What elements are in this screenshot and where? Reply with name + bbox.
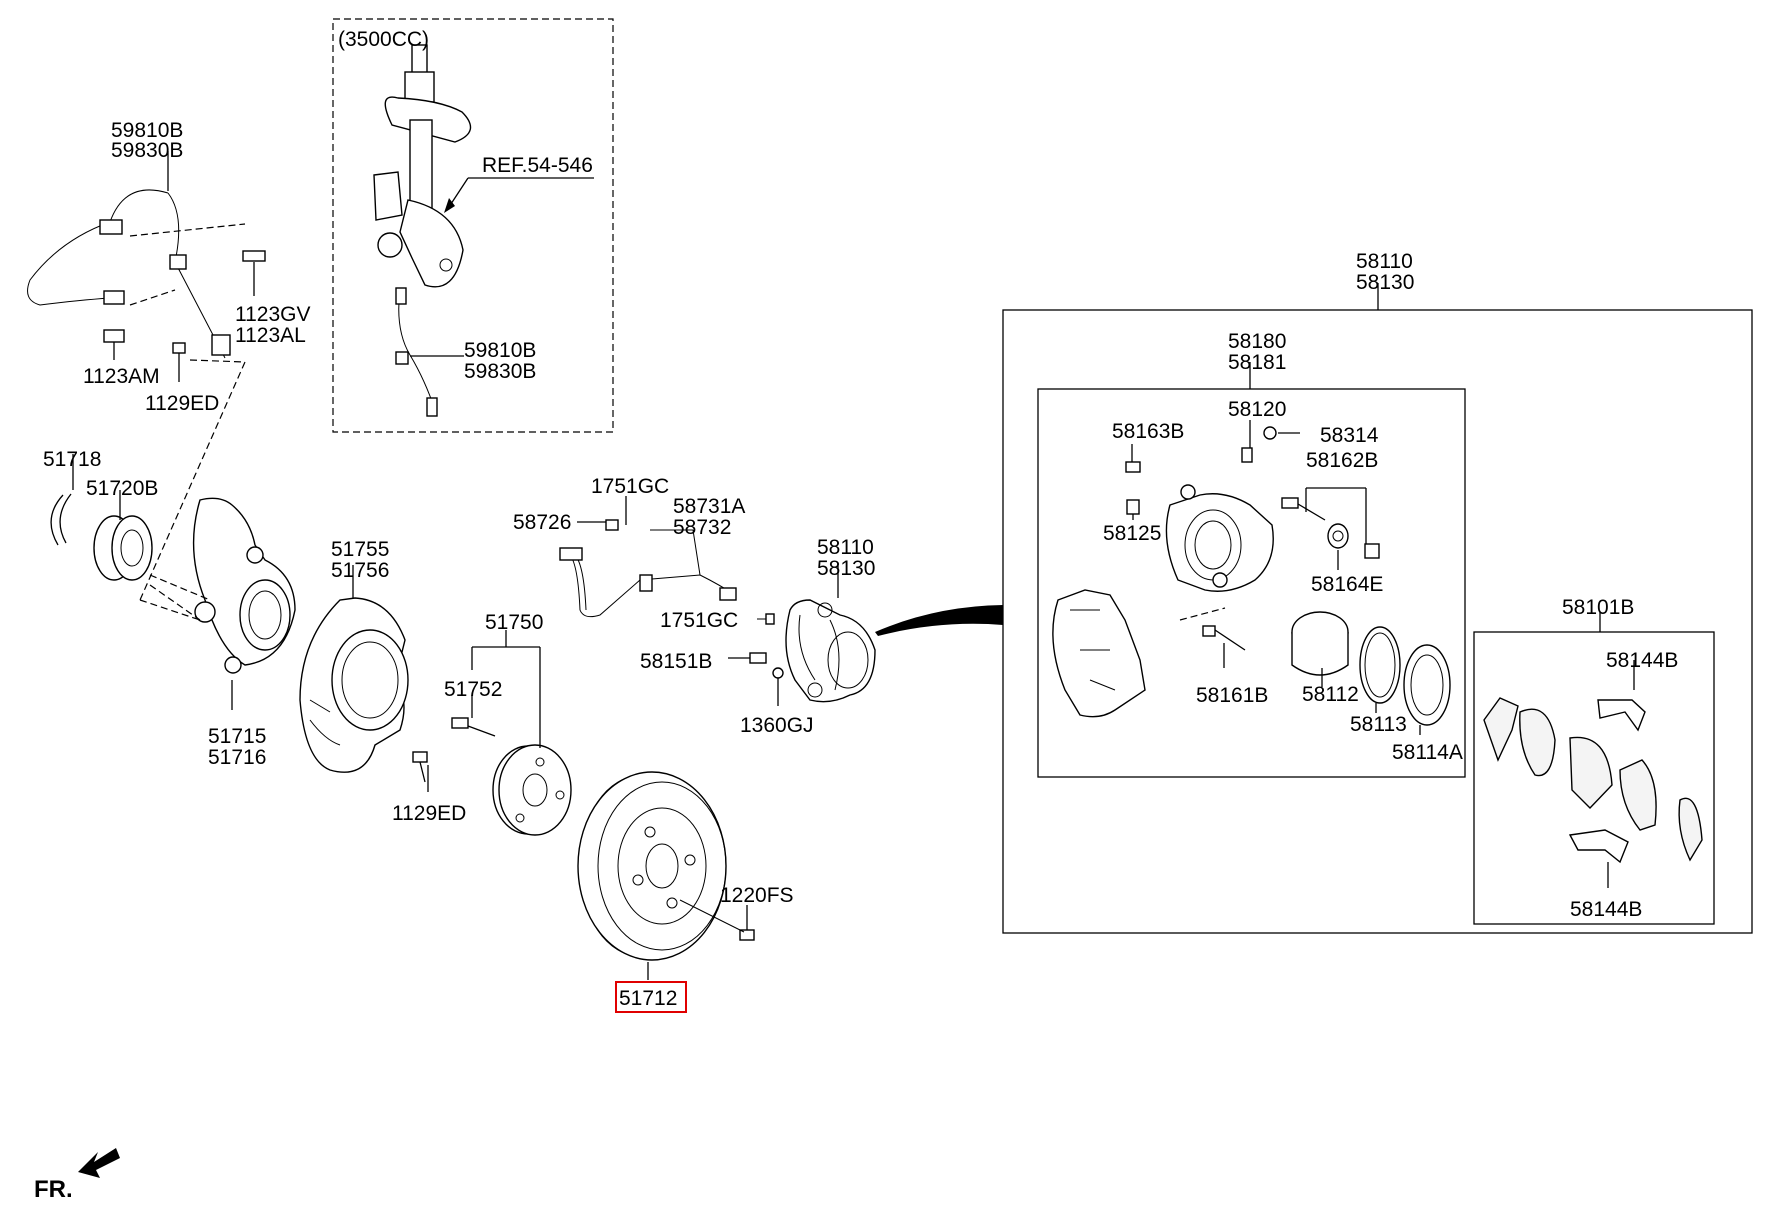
label-dust-cover-a[interactable]: 51755 (331, 538, 389, 561)
label-hub-bolt[interactable]: 51752 (444, 678, 502, 701)
hub-bolt-part (451, 717, 496, 737)
label-disc-screw[interactable]: 1220FS (720, 884, 794, 907)
label-engine-variant: (3500CC) (338, 28, 429, 51)
label-spring-top[interactable]: 58144B (1606, 649, 1678, 672)
label-snap-ring[interactable]: 51718 (43, 448, 101, 471)
label-knuckle-b[interactable]: 51716 (208, 746, 266, 769)
label-caliper-b[interactable]: 58130 (817, 557, 875, 580)
label-bolt-1129ed-top[interactable]: 1129ED (145, 392, 219, 415)
caliper-body-part (1165, 484, 1274, 592)
label-bolt-1123am[interactable]: 1123AM (83, 365, 160, 388)
label-cap[interactable]: 58314 (1320, 424, 1379, 447)
bush-part (1126, 499, 1140, 515)
clip-part (765, 613, 775, 625)
label-front-marker: FR. (34, 1176, 73, 1203)
bracket-part (1052, 589, 1146, 718)
label-hub[interactable]: 51750 (485, 611, 543, 634)
seal-part (1359, 626, 1401, 704)
caliper-part (785, 599, 876, 703)
label-clip-top[interactable]: 1751GC (591, 475, 669, 498)
label-sensor-top-b[interactable]: 59830B (111, 139, 183, 162)
label-hose-bolt[interactable]: 58726 (513, 511, 571, 534)
spring-top-part (1597, 699, 1646, 732)
label-guide-58161b[interactable]: 58161B (1196, 684, 1268, 707)
label-spring-bottom[interactable]: 58144B (1570, 898, 1642, 921)
caliper-body-box (1037, 388, 1466, 778)
disc-highlight-box (615, 981, 687, 1013)
label-bearing[interactable]: 51720B (86, 477, 158, 500)
pad-kit-box (1473, 631, 1715, 925)
hub-part (492, 744, 572, 836)
label-bolt-1129ed-bottom[interactable]: 1129ED (392, 802, 466, 825)
bearing-part (93, 515, 153, 581)
bolt-1129ed-top-part (172, 342, 186, 354)
label-hose-a[interactable]: 58731A (673, 495, 745, 518)
bleed-screw-part (1241, 447, 1253, 463)
bolt-1129ed-bottom-part (412, 751, 428, 783)
brake-hose-part (559, 519, 737, 618)
guide-58161b-part (1202, 625, 1246, 651)
label-bolt-58163b[interactable]: 58163B (1112, 420, 1184, 443)
label-piston[interactable]: 58112 (1302, 683, 1359, 706)
label-caliper-a[interactable]: 58110 (817, 536, 874, 559)
label-boot-58114a[interactable]: 58114A (1392, 741, 1463, 764)
label-sensor-top-a[interactable]: 59810B (111, 119, 183, 142)
label-hose-b[interactable]: 58732 (673, 516, 731, 539)
strut-variant-box (332, 18, 614, 433)
label-bolt-1123al[interactable]: 1123AL (235, 324, 306, 347)
label-sensor-box-a[interactable]: 59810B (464, 339, 536, 362)
bolt-1123gv-part (242, 250, 266, 285)
label-pin-58162b[interactable]: 58162B (1306, 449, 1378, 472)
label-bleeder[interactable]: 58151B (640, 650, 712, 673)
bleeder-part (749, 652, 767, 664)
strut-assembly (373, 44, 472, 417)
label-boot-58164e[interactable]: 58164E (1311, 573, 1383, 596)
label-seal[interactable]: 58113 (1350, 713, 1407, 736)
label-nut-1360gj[interactable]: 1360GJ (740, 714, 814, 737)
label-bolt-1123gv[interactable]: 1123GV (235, 303, 311, 326)
label-disc[interactable]: 51712 (619, 987, 677, 1010)
guide-pin-part (1281, 497, 1380, 559)
snap-ring-part (50, 493, 72, 546)
kit-pointer-arrow (875, 605, 1003, 636)
label-sensor-box-b[interactable]: 59830B (464, 360, 536, 383)
bolt-1123am-part (103, 329, 125, 343)
label-knuckle-a[interactable]: 51715 (208, 725, 266, 748)
cap-part (1263, 426, 1277, 440)
front-arrow-icon (78, 1148, 120, 1178)
abs-sensor-top (27, 189, 231, 359)
label-ref[interactable]: REF.54-546 (482, 154, 593, 177)
label-bush[interactable]: 58125 (1103, 522, 1161, 545)
piston-part (1291, 611, 1349, 676)
label-kit-caliper-b[interactable]: 58130 (1356, 271, 1414, 294)
pads-part (1483, 697, 1703, 862)
dust-cover-part (299, 597, 409, 773)
knuckle-part (192, 497, 296, 674)
label-kit-caliper-a[interactable]: 58110 (1356, 250, 1413, 273)
label-dust-cover-b[interactable]: 51756 (331, 559, 389, 582)
spring-bottom-part (1568, 829, 1629, 864)
nut-part (772, 667, 784, 679)
label-kit-body-b[interactable]: 58181 (1228, 351, 1286, 374)
label-kit-body-a[interactable]: 58180 (1228, 330, 1286, 353)
boot-58164e-part (1327, 523, 1349, 549)
brake-disc-part (577, 771, 727, 961)
label-clip-bottom[interactable]: 1751GC (660, 609, 738, 632)
label-bleed-screw[interactable]: 58120 (1228, 398, 1286, 421)
bolt-58163b-part (1125, 461, 1141, 473)
boot-58114a-part (1403, 644, 1451, 726)
label-pad-kit[interactable]: 58101B (1562, 596, 1634, 619)
